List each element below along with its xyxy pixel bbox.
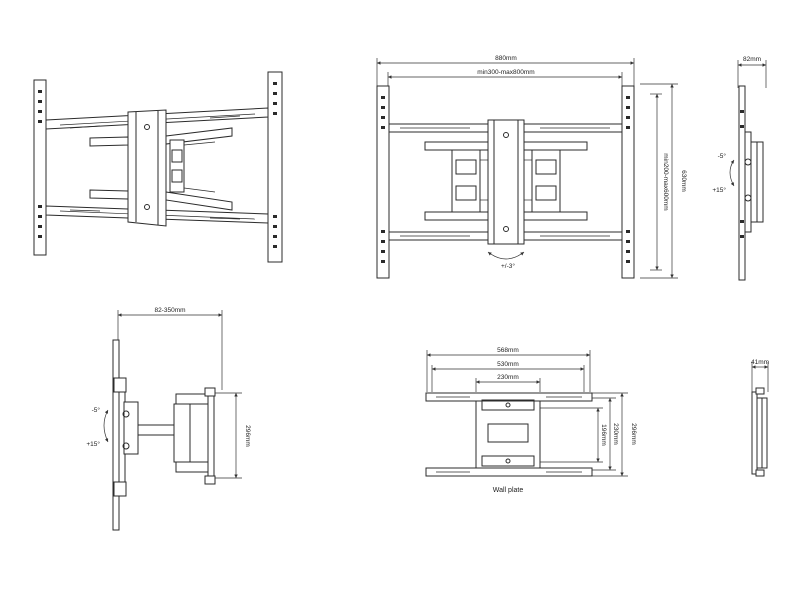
side-tilt-up-label: +15° [712,186,726,194]
extended-tilt-up-label: +15° [86,440,100,448]
plate-width-inner-label: 230mm [497,374,519,381]
plate-height-inner-label: 196mm [600,424,607,446]
plate-height-mid-label: 230mm [612,423,619,445]
extended-height-label: 296mm [244,425,251,447]
plate-side-depth-label: 41mm [751,359,769,366]
extended-tilt-down-label: -5° [92,406,101,414]
side-depth-label: 82mm [743,56,761,63]
wall-plate-side [751,362,769,477]
plate-width-outer-label: 568mm [497,347,519,354]
plate-width-mid-label: 530mm [497,361,519,368]
perspective-view [33,71,283,263]
side-view-right [729,60,767,281]
extension-label: 82-350mm [154,307,185,314]
wall-plate-caption: Wall plate [493,487,524,494]
rotation-label: +/-3° [501,262,515,270]
plate-height-outer-label: 296mm [630,423,637,445]
front-height-label: 630mm [680,170,687,192]
front-width-label: 880mm [495,55,517,62]
front-view [376,58,678,279]
wall-plate-front [425,350,628,477]
side-view-extended [103,310,242,531]
side-tilt-down-label: -5° [718,152,727,160]
front-arm-span-label: min300-max800mm [477,69,534,76]
front-rail-span-label: min200-max600mm [662,153,669,210]
